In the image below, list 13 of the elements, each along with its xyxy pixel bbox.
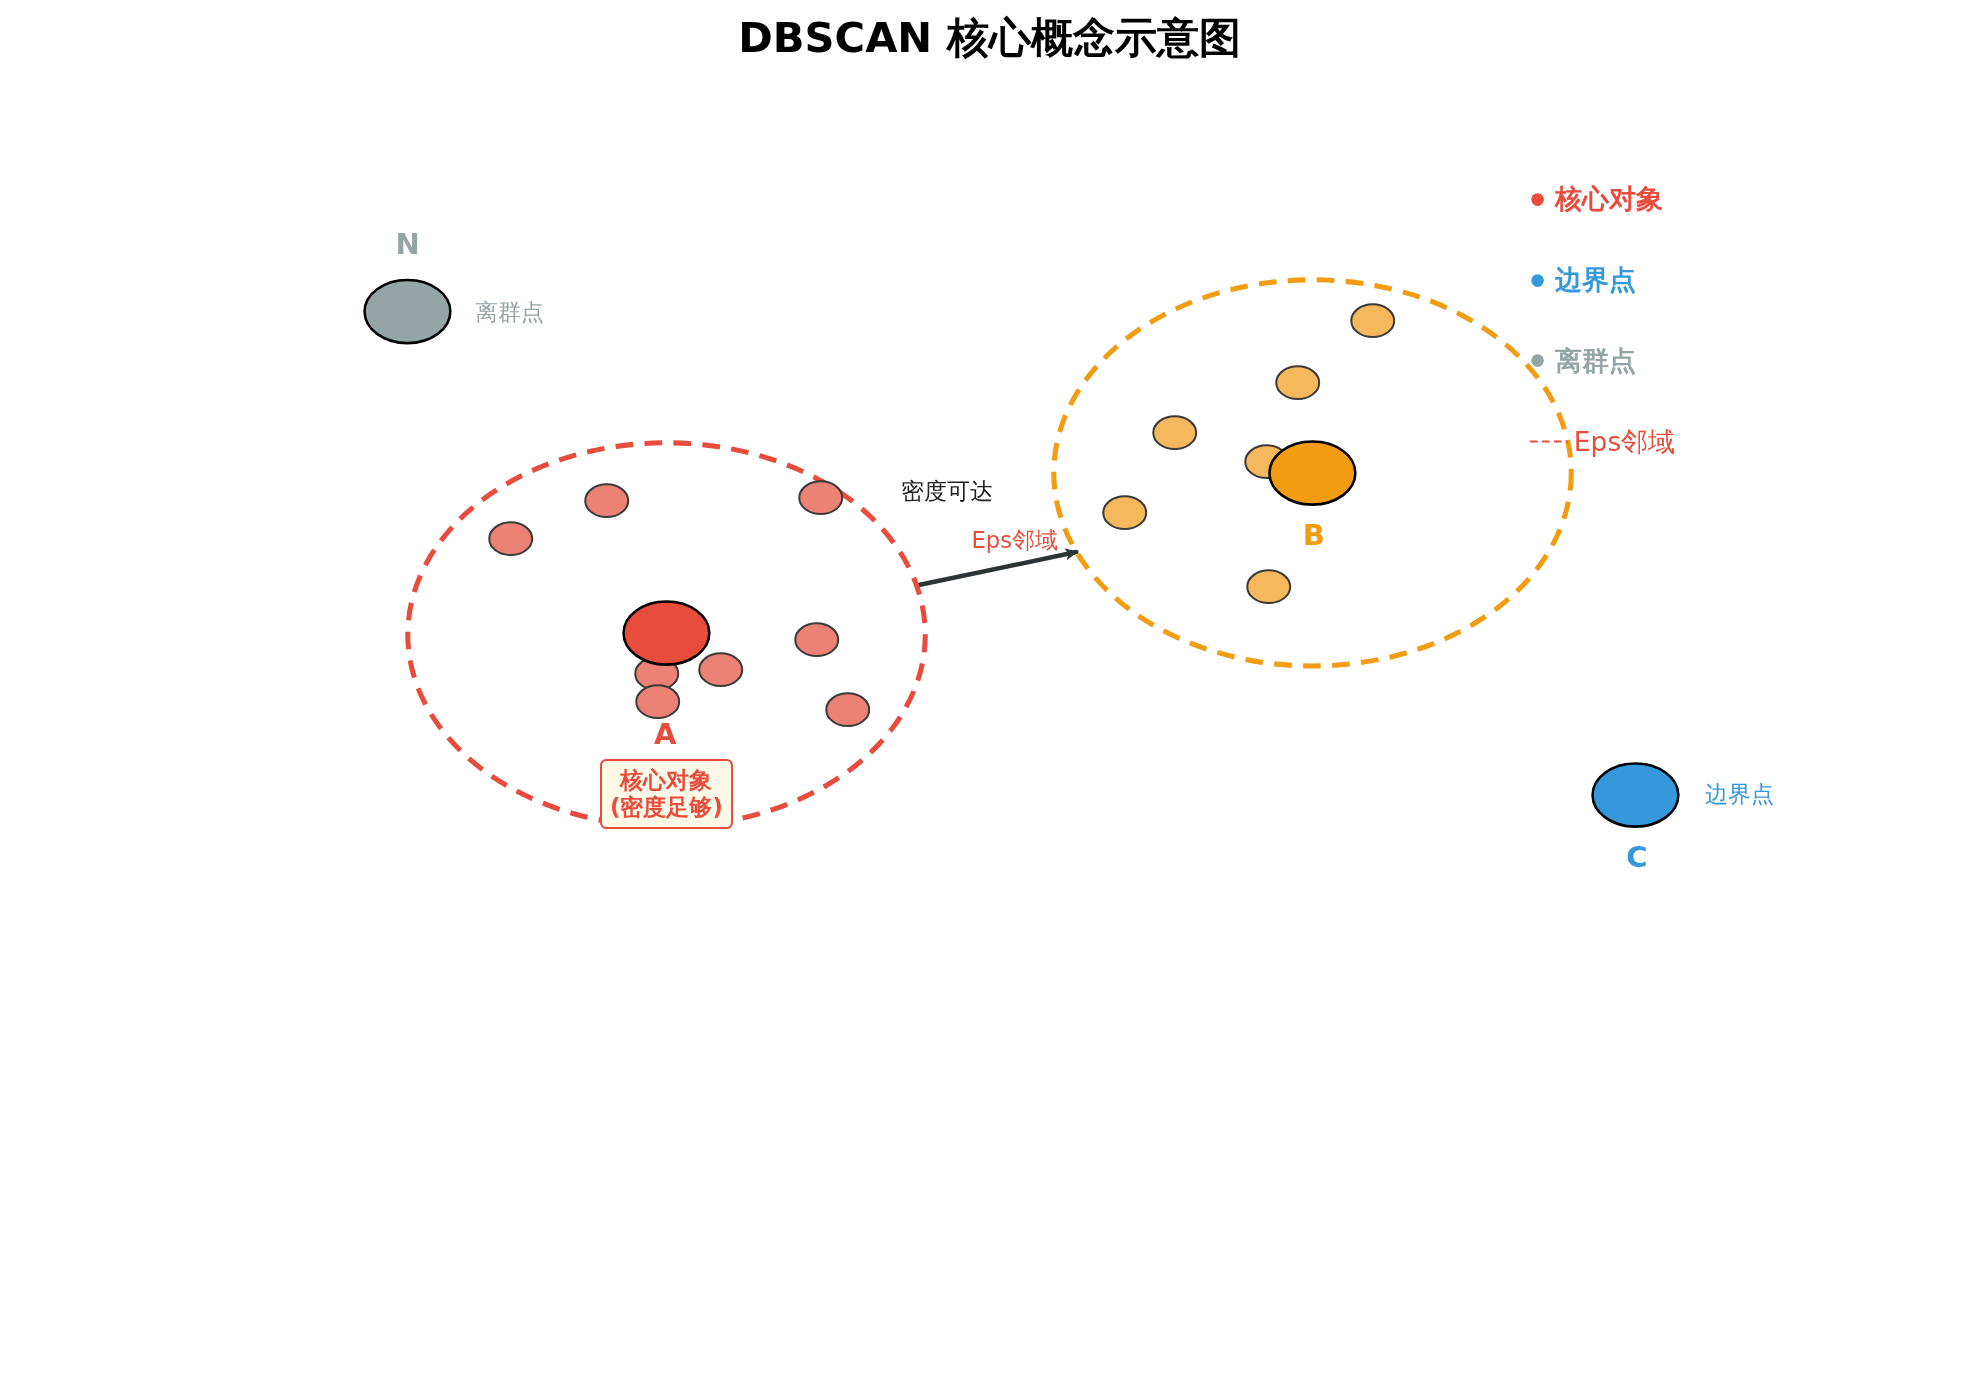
point-label: B [1302,519,1325,554]
point-label: N [395,228,420,262]
callout-box: 核心对象 (密度足够) [599,758,734,830]
legend-label: 边界点 [1554,263,1636,298]
point-label: A [653,717,677,752]
legend-label: Eps邻域 [1573,424,1676,459]
point-caption: 边界点 [1704,780,1774,807]
title: DBSCAN 核心概念示意图 [738,13,1241,62]
point-caption: 离群点 [475,298,545,325]
legend-label: 离群点 [1554,343,1636,378]
point-label: C [1626,841,1648,875]
legend-label: 核心对象 [1554,182,1663,217]
annotation-label: Eps邻域 [971,527,1059,554]
